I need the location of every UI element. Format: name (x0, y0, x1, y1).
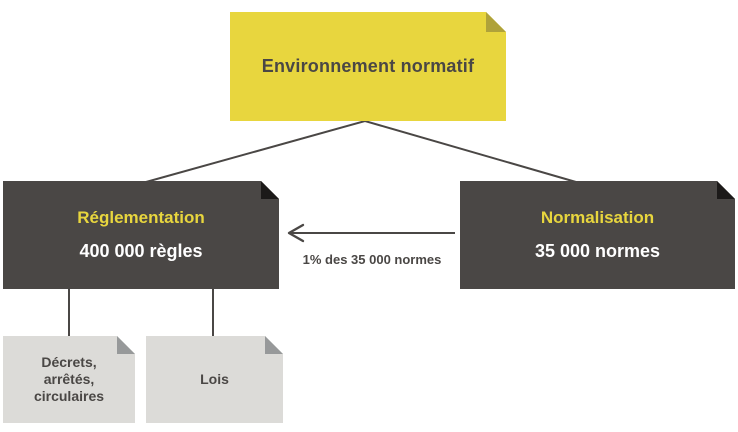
arrow-label: 1% des 35 000 normes (302, 252, 442, 267)
node-value: 35 000 normes (534, 241, 661, 261)
corner-fold-icon (117, 336, 135, 354)
corner-fold-icon (717, 181, 735, 199)
node-value: 400 000 règles (79, 241, 203, 261)
sticky-note-background (460, 181, 735, 289)
node-title: Environnement normatif (261, 56, 475, 76)
leaf-decrets-arretes-circulaires: Décrets, arrêtés, circulaires (3, 336, 135, 423)
node-title: Réglementation (77, 208, 205, 227)
corner-fold-icon (486, 12, 506, 32)
leaf-label: Décrets, arrêtés, circulaires (33, 354, 105, 404)
tree-branches (145, 119, 577, 183)
sticky-note-background (3, 336, 135, 423)
corner-fold-icon (261, 181, 279, 199)
leaf-label: Lois (200, 371, 229, 387)
corner-fold-icon (265, 336, 283, 354)
sticky-note-background (230, 12, 506, 121)
node-environnement-normatif: Environnement normatif (230, 12, 506, 121)
node-normalisation: Normalisation 35 000 normes (460, 181, 735, 289)
sticky-note-background (146, 336, 283, 423)
node-reglementation: Réglementation 400 000 règles (3, 181, 279, 289)
arrowhead-left-icon (287, 223, 305, 243)
node-title: Normalisation (540, 208, 655, 227)
leaf-lois: Lois (146, 336, 283, 423)
sticky-note-background (3, 181, 279, 289)
